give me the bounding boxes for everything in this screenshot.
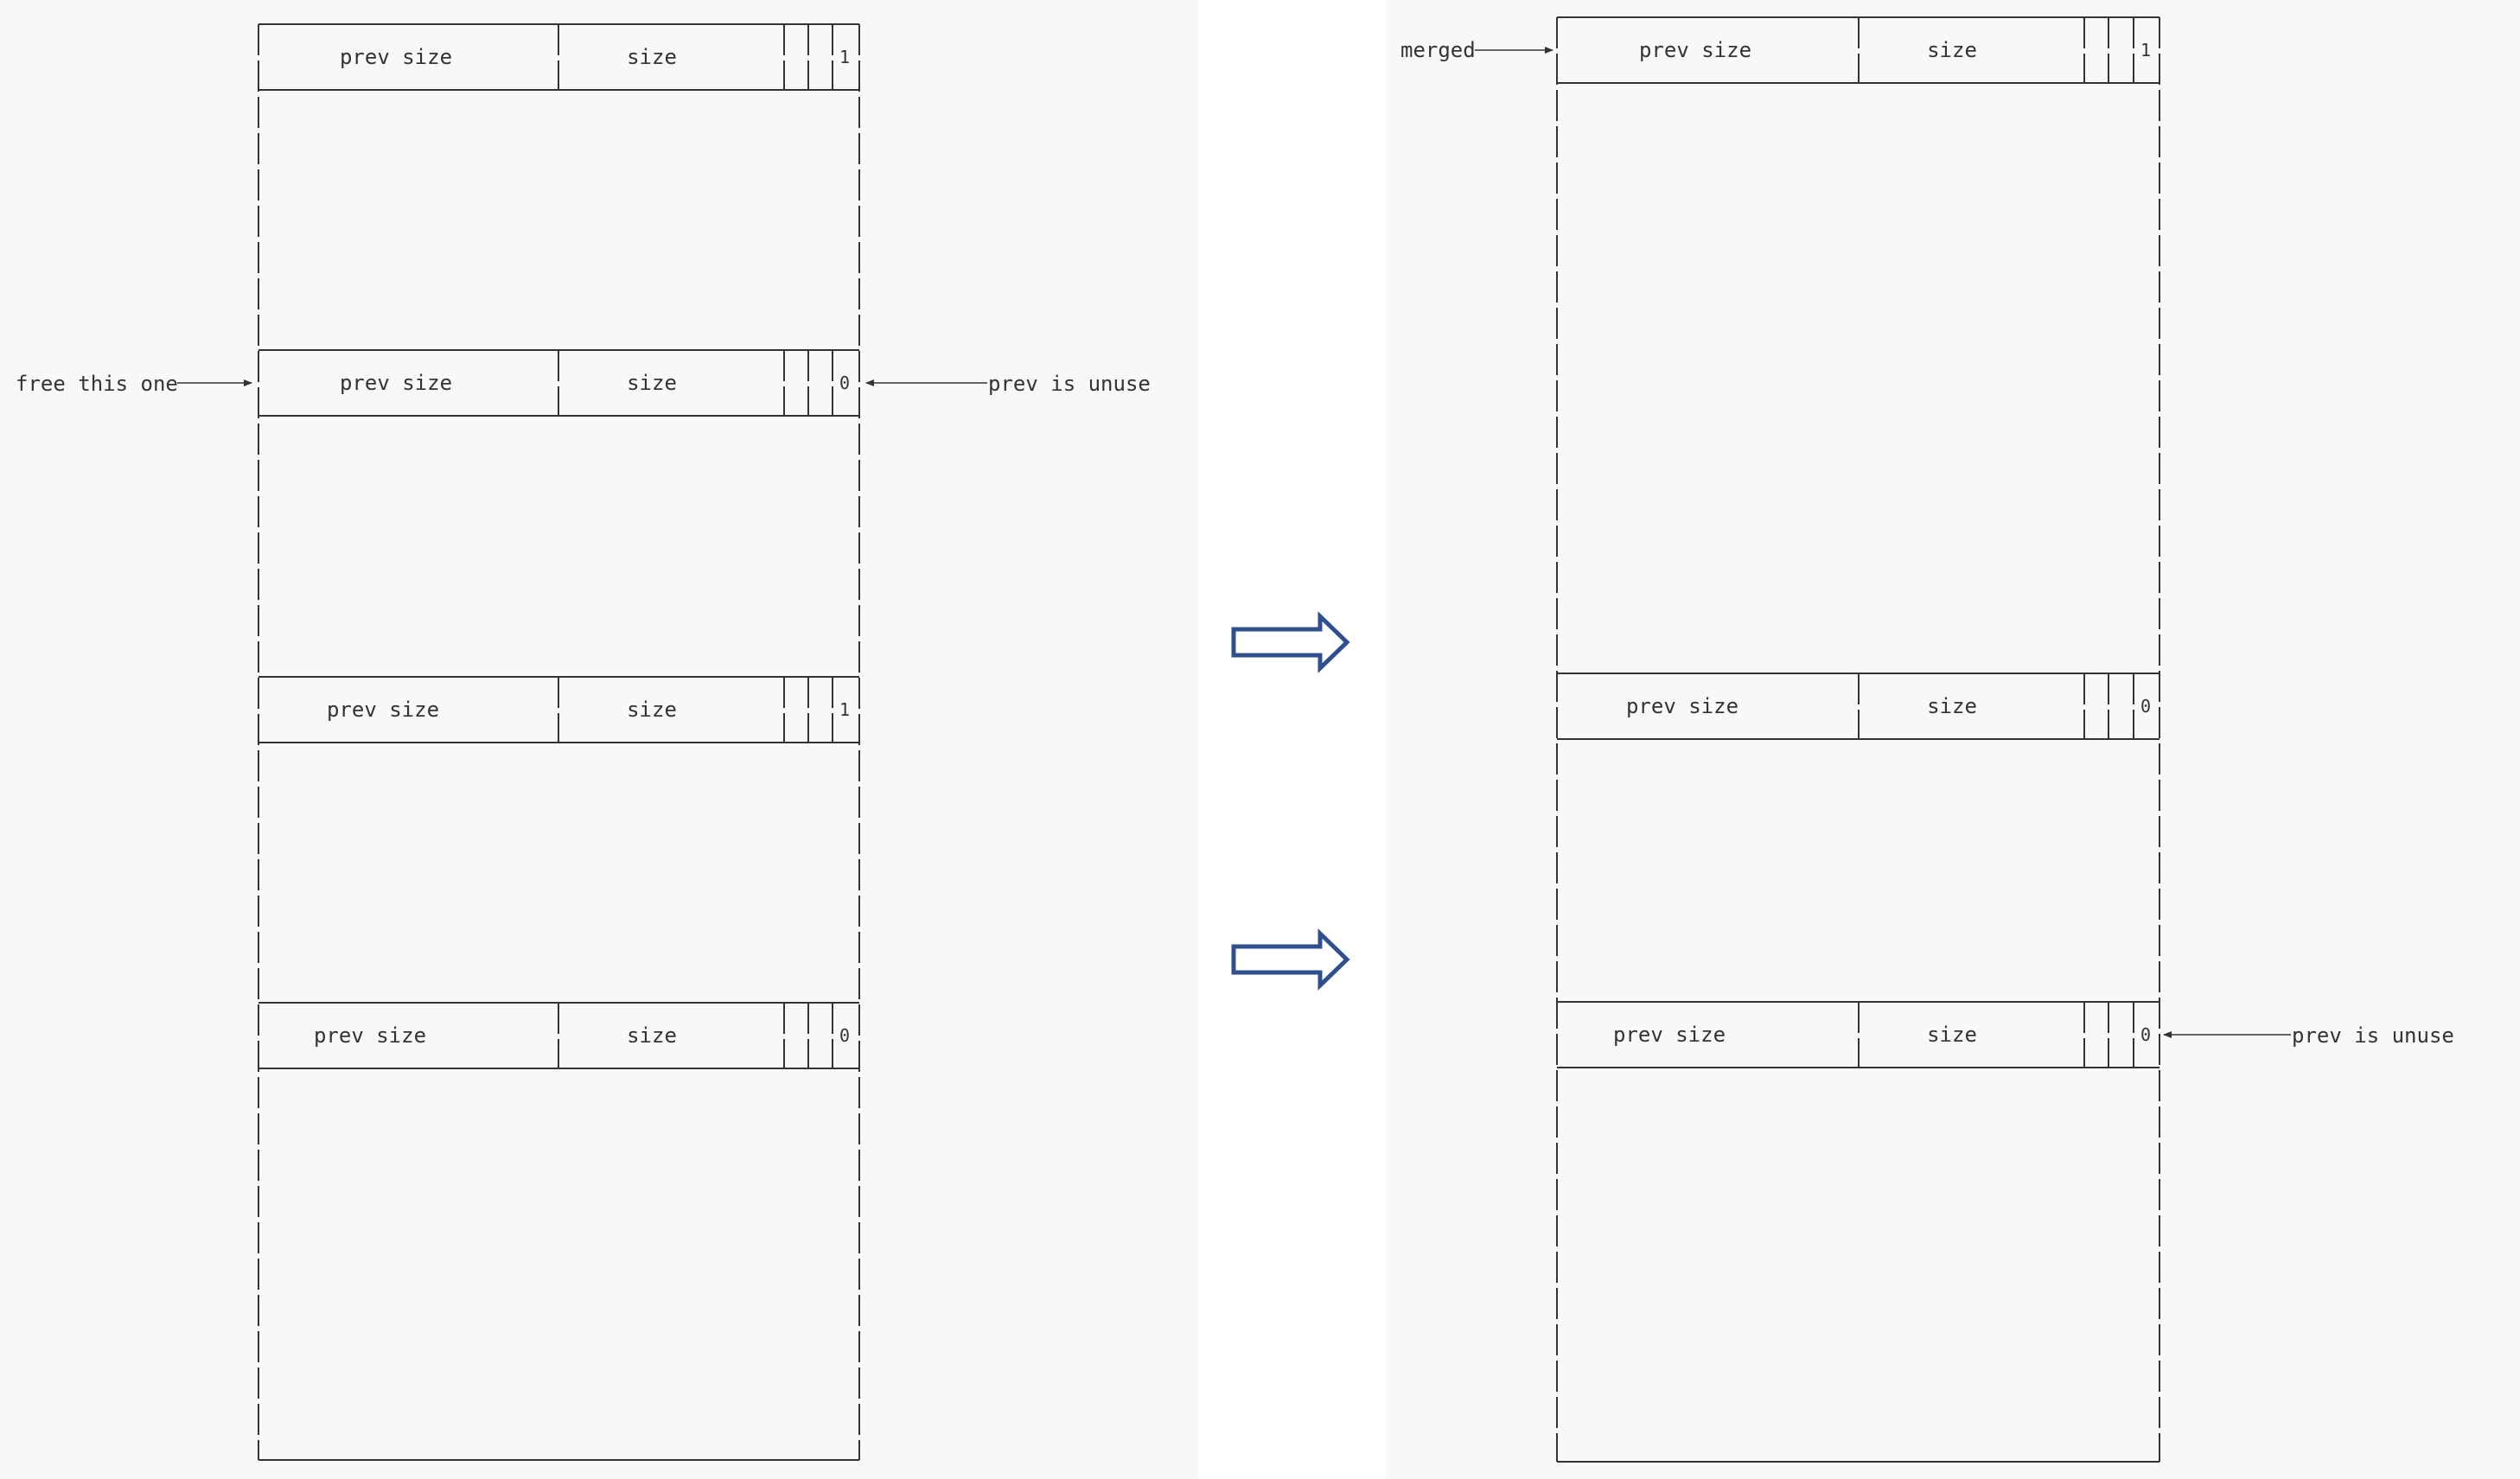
left-chunk-header: prev size size 1 bbox=[258, 23, 859, 91]
merged-label: merged bbox=[1400, 38, 1476, 62]
right-chunk-header: prev size size 0 bbox=[1557, 673, 2160, 740]
left-heap-column: prev size size 1 prev size size 0 prev size siz… bbox=[258, 23, 860, 1461]
prev-size-field: prev size bbox=[340, 45, 452, 69]
size-field: size bbox=[627, 45, 677, 69]
size-field: size bbox=[627, 1023, 677, 1048]
prev-size-field: prev size bbox=[340, 371, 452, 395]
right-chunk-header: prev size size 0 bbox=[1557, 1001, 2160, 1068]
left-chunk-header: prev size size 0 bbox=[258, 349, 859, 417]
right-prev-is-unuse-annotation: prev is unuse bbox=[2163, 1023, 2454, 1048]
free-this-one-label: free this one bbox=[16, 372, 178, 396]
size-field: size bbox=[1927, 1023, 1977, 1047]
left-prev-is-unuse-annotation: prev is unuse bbox=[865, 372, 1151, 396]
prev-inuse-flag: 1 bbox=[839, 47, 850, 67]
size-field: size bbox=[627, 698, 677, 722]
right-heap-column: prev size size 1 prev size size 0 prev size siz… bbox=[1556, 16, 2160, 1463]
merged-annotation: merged bbox=[1400, 38, 1553, 62]
transition-arrow-top bbox=[1231, 611, 1350, 673]
prev-size-field: prev size bbox=[1626, 694, 1738, 718]
left-panel bbox=[0, 0, 1198, 1479]
size-field: size bbox=[1927, 694, 1977, 718]
free-this-one-annotation: free this one bbox=[16, 372, 252, 396]
prev-inuse-flag: 0 bbox=[2140, 1024, 2151, 1045]
prev-size-field: prev size bbox=[1613, 1023, 1726, 1047]
left-prev-is-unuse-label: prev is unuse bbox=[988, 372, 1151, 396]
transition-arrow-bottom bbox=[1231, 928, 1350, 991]
prev-size-field: prev size bbox=[327, 698, 439, 722]
prev-inuse-flag: 1 bbox=[2140, 40, 2151, 61]
prev-inuse-flag: 0 bbox=[839, 373, 850, 393]
left-chunk-header: prev size size 1 bbox=[258, 676, 859, 743]
right-chunk-header: prev size size 1 bbox=[1557, 16, 2160, 84]
prev-inuse-flag: 0 bbox=[2140, 696, 2151, 717]
prev-inuse-flag: 0 bbox=[839, 1025, 850, 1046]
size-field: size bbox=[627, 371, 677, 395]
left-chunk-header: prev size size 0 bbox=[258, 1002, 859, 1069]
prev-size-field: prev size bbox=[1639, 38, 1751, 62]
size-field: size bbox=[1927, 38, 1977, 62]
prev-size-field: prev size bbox=[314, 1023, 426, 1048]
prev-inuse-flag: 1 bbox=[839, 699, 850, 720]
right-prev-is-unuse-label: prev is unuse bbox=[2292, 1023, 2454, 1048]
